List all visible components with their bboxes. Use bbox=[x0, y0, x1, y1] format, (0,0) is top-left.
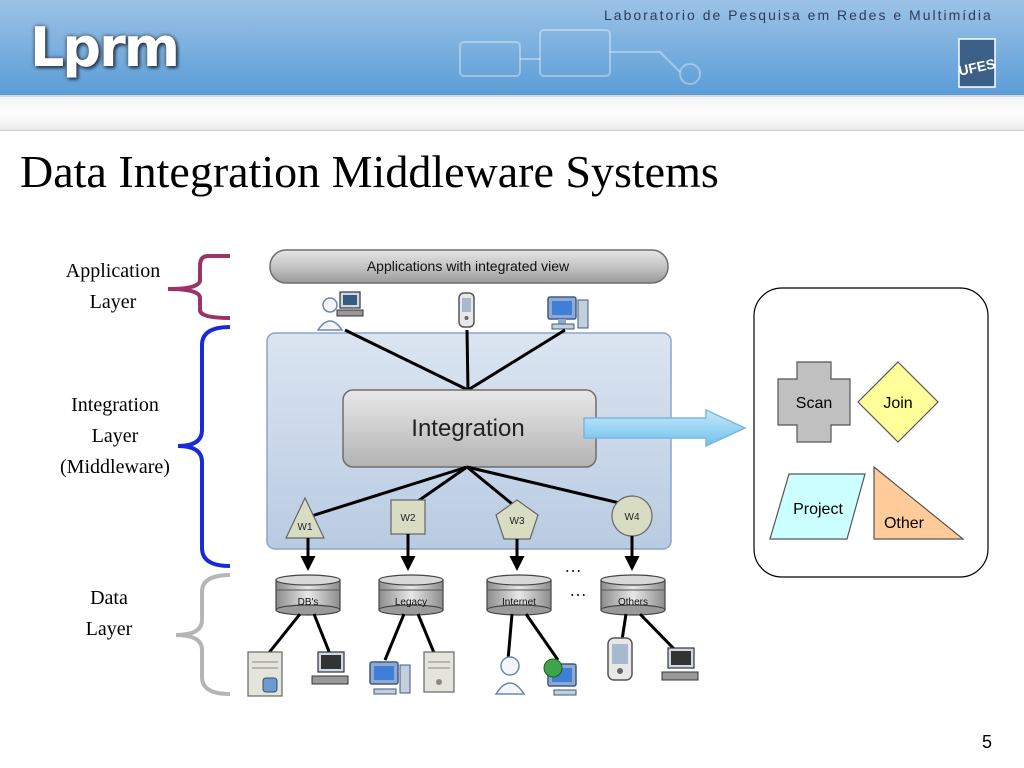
wrapper-label: W1 bbox=[298, 522, 313, 533]
data-layer-brace bbox=[175, 573, 231, 696]
other-operator: Other bbox=[873, 465, 965, 540]
label-line: Integration bbox=[71, 394, 159, 416]
source-device-connections bbox=[266, 612, 682, 661]
lab-name: Laboratorio de Pesquisa em Redes e Multi… bbox=[604, 7, 993, 23]
client-connections bbox=[344, 328, 566, 392]
ufes-logo: UFES bbox=[958, 38, 996, 88]
application-layer-brace bbox=[167, 254, 231, 320]
ellipsis: … bbox=[569, 580, 587, 600]
wrapper-w1: W1 bbox=[285, 496, 325, 539]
label-line: Layer bbox=[85, 618, 133, 640]
ufes-logo-text: UFES bbox=[958, 55, 996, 78]
label-line: Data bbox=[90, 587, 128, 609]
label-line: Layer bbox=[89, 291, 137, 313]
header-strip bbox=[0, 95, 1024, 131]
join-operator: Join bbox=[857, 361, 939, 443]
network-decoration bbox=[459, 29, 701, 85]
project-operator: Project bbox=[769, 473, 866, 540]
source-label: Legacy bbox=[395, 597, 427, 608]
integration-layer-label: Integration Layer (Middleware) bbox=[40, 390, 190, 483]
source-label: DB's bbox=[298, 597, 319, 608]
slide-title: Data Integration Middleware Systems bbox=[20, 146, 719, 197]
source-internet: Internet bbox=[486, 574, 552, 616]
server-icon bbox=[423, 651, 455, 693]
source-label: Internet bbox=[502, 597, 536, 608]
integration-label: Integration bbox=[411, 415, 524, 442]
integration-layer-brace bbox=[177, 325, 231, 568]
applications-bar-label: Applications with integrated view bbox=[367, 258, 570, 274]
page-number: 5 bbox=[982, 732, 993, 752]
label-line: Application bbox=[65, 260, 161, 282]
data-layer-label: Data Layer bbox=[60, 583, 158, 645]
label-line: (Middleware) bbox=[60, 456, 170, 478]
user-with-computer-icon bbox=[316, 291, 364, 331]
integration-to-operators-arrow bbox=[583, 408, 747, 448]
server-icon bbox=[247, 651, 283, 697]
wrapper-label: W2 bbox=[401, 513, 416, 524]
pda-icon bbox=[607, 637, 633, 681]
source-others: Others bbox=[600, 574, 666, 616]
pda-icon bbox=[458, 292, 475, 328]
wrapper-label: W4 bbox=[625, 512, 640, 523]
wrapper-to-source-arrows bbox=[300, 534, 640, 571]
other-label: Other bbox=[884, 515, 925, 532]
application-layer-label: Application Layer bbox=[48, 256, 178, 318]
source-label: Others bbox=[618, 597, 648, 608]
source-dbs: DB's bbox=[275, 574, 341, 616]
workstation-icon bbox=[661, 647, 699, 681]
lprm-logo: Lprm bbox=[30, 16, 180, 79]
source-legacy: Legacy bbox=[378, 574, 444, 616]
scan-operator: Scan bbox=[777, 361, 851, 443]
desktop-computer-icon bbox=[369, 661, 411, 695]
ellipsis: … bbox=[564, 556, 582, 576]
desktop-computer-icon bbox=[547, 296, 589, 330]
applications-bar bbox=[269, 249, 669, 284]
globe-computer-icon bbox=[543, 658, 577, 696]
scan-label: Scan bbox=[796, 395, 832, 412]
wrapper-w4: W4 bbox=[611, 495, 653, 537]
workstation-icon bbox=[311, 651, 349, 685]
wrapper-w2: W2 bbox=[390, 499, 426, 535]
join-label: Join bbox=[883, 395, 912, 412]
user-icon bbox=[494, 656, 526, 695]
label-line: Layer bbox=[91, 425, 139, 447]
project-label: Project bbox=[793, 501, 843, 518]
wrapper-label: W3 bbox=[510, 516, 525, 527]
